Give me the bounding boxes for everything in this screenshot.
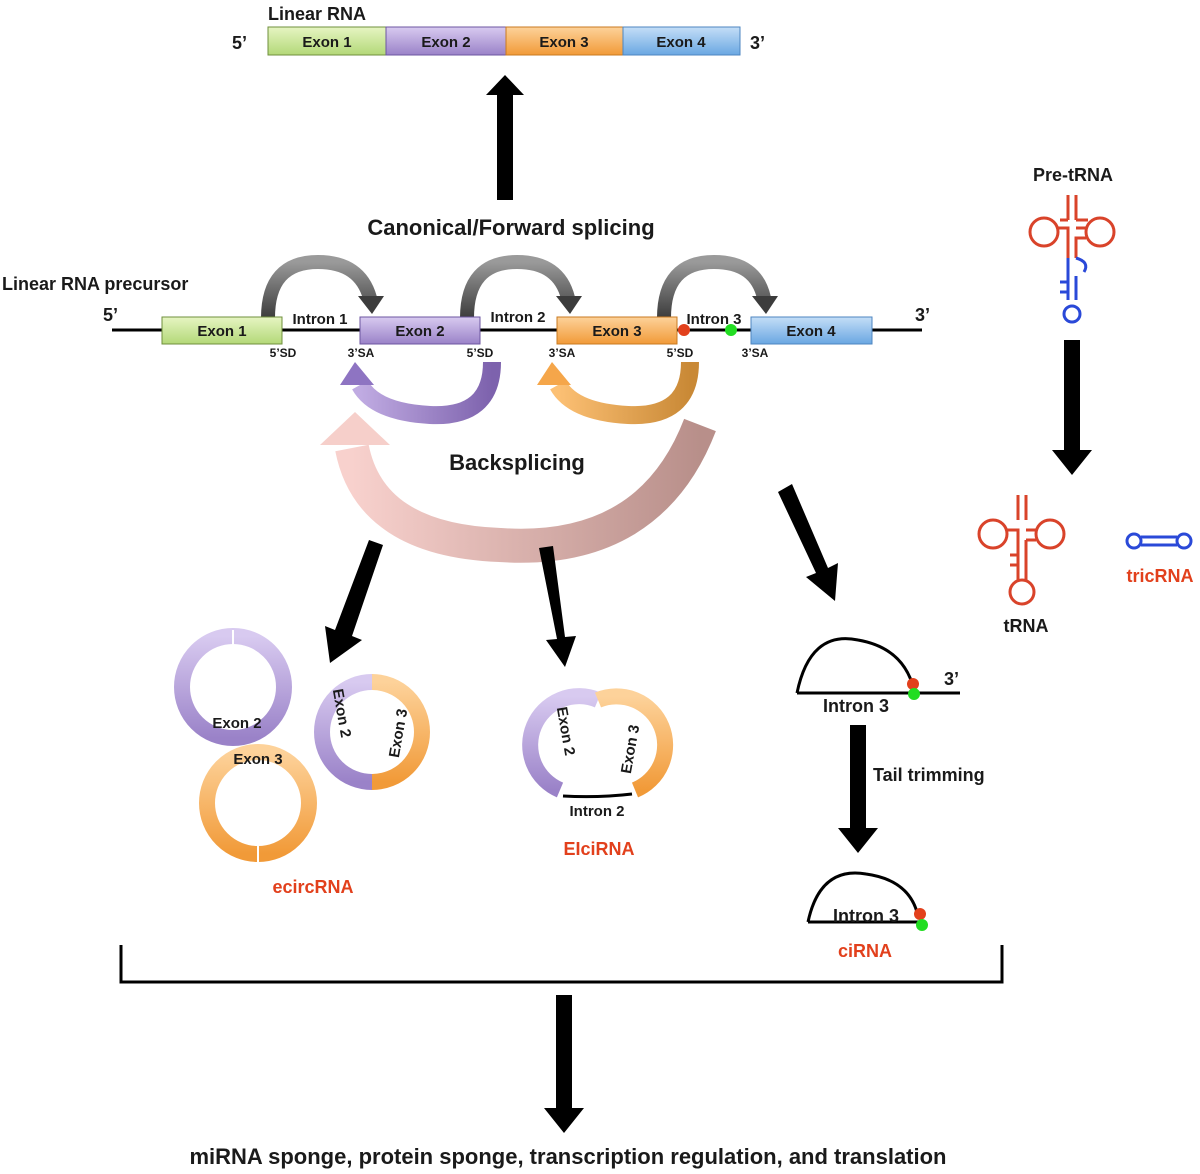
arrow-to-functions	[544, 995, 584, 1133]
linear-exon1-label: Exon 1	[302, 34, 351, 51]
cirna-green-dot	[916, 919, 928, 931]
tail-trimming-label: Tail trimming	[873, 765, 985, 785]
functions-label: miRNA sponge, protein sponge, transcript…	[189, 1144, 946, 1169]
ring-mixed-left-half	[314, 674, 373, 790]
precursor-5prime: 5’	[103, 305, 118, 325]
canonical-arc-2-head	[556, 296, 582, 314]
canonical-arc-3-head	[752, 296, 778, 314]
site-label-4: 3’SA	[549, 346, 576, 360]
ecircrna-label: ecircRNA	[272, 877, 353, 897]
big-backsplice-arc	[335, 418, 716, 563]
lariat-3prime: 3’	[944, 669, 959, 689]
linear-rna-molecule: Exon 1 Exon 2 Exon 3 Exon 4	[267, 26, 741, 56]
purple-backsplice-arc	[352, 361, 501, 425]
cirna-intron-label: Intron 3	[833, 906, 899, 926]
site-label-2: 3’SA	[348, 346, 375, 360]
ecircrna-ring-exon2: Exon 2	[174, 628, 292, 746]
arrow-to-intron3	[778, 484, 838, 601]
grouping-bracket	[119, 945, 1004, 984]
precursor-exon1-block	[161, 316, 283, 345]
ecircrna-ring-exon3: Exon 3	[199, 744, 317, 862]
canonical-arc-3	[657, 254, 771, 319]
trna-structure	[977, 495, 1066, 606]
eicirna-intron-label: Intron 2	[570, 803, 625, 820]
precursor-exon2-block	[359, 316, 481, 345]
orange-backsplice-arc	[550, 361, 699, 425]
arrow-tail-trimming	[838, 725, 878, 853]
backsplicing-arcs	[320, 361, 716, 563]
lariat-red-dot	[907, 678, 919, 690]
canonical-splicing-label: Canonical/Forward splicing	[367, 215, 654, 240]
cirna-red-dot	[914, 908, 926, 920]
precursor-molecule: Exon 1 Exon 2 Exon 3 Exon 4	[161, 316, 873, 345]
site-label-3: 5’SD	[467, 346, 494, 360]
linear-rna-title: Linear RNA	[268, 4, 366, 24]
eicirna-exon2-arc	[522, 688, 602, 798]
linear-exon3-label: Exon 3	[539, 34, 588, 51]
precursor-exon2-label: Exon 2	[395, 323, 444, 340]
linear-exon4-label: Exon 4	[656, 34, 706, 51]
site-label-1: 5’SD	[270, 346, 297, 360]
precursor-exon4-block	[750, 316, 873, 345]
linear-exon1-block	[267, 26, 387, 56]
linear-rna-3prime: 3’	[750, 33, 765, 53]
lariat-intron-label: Intron 3	[823, 696, 889, 716]
cirna-circle: Intron 3	[806, 871, 928, 931]
eicirna-label: EIciRNA	[563, 839, 634, 859]
eicirna-ring: Exon 2 Exon 3 Intron 2	[522, 688, 674, 820]
ring-mixed-right-label: Exon 3	[386, 708, 411, 759]
precursor-exon3-label: Exon 3	[592, 323, 641, 340]
trna-label: tRNA	[1004, 616, 1049, 636]
ring-exon2-label: Exon 2	[212, 715, 261, 732]
precursor-3prime: 3’	[915, 305, 930, 325]
canonical-arc-2	[460, 254, 575, 319]
backsplicing-label: Backsplicing	[449, 450, 585, 475]
tricrna-label: tricRNA	[1126, 566, 1193, 586]
intron3-lariat-loop	[795, 637, 916, 694]
ring-exon3-label: Exon 3	[233, 751, 282, 768]
red-splice-dot	[678, 324, 690, 336]
linear-exon3-block	[505, 26, 624, 56]
green-splice-dot	[725, 324, 737, 336]
ecircrna-ring-mixed: Exon 2 Exon 3	[314, 674, 430, 790]
orange-backsplice-head	[537, 362, 571, 385]
site-label-6: 3’SA	[742, 346, 769, 360]
eicirna-exon2-label: Exon 2	[553, 706, 578, 757]
precursor-exon1-label: Exon 1	[197, 323, 246, 340]
arrow-to-eicirna	[539, 546, 576, 667]
tricrna-structure	[1125, 532, 1193, 550]
eicirna-exon3-label: Exon 3	[618, 724, 643, 775]
linear-rna-5prime: 5’	[232, 33, 247, 53]
linear-exon4-block	[622, 26, 741, 56]
canonical-arc-1-head	[358, 296, 384, 314]
precursor-exon3-block	[556, 316, 678, 345]
linear-exon2-block	[385, 26, 507, 56]
arrow-to-ecircrna	[325, 540, 383, 663]
lariat-green-dot	[908, 688, 920, 700]
cirna-label: ciRNA	[838, 941, 892, 961]
canonical-arc-1	[261, 254, 377, 319]
big-backsplice-head	[320, 412, 390, 445]
precursor-intron3-label: Intron 3	[687, 311, 742, 328]
pre-trna-label: Pre-tRNA	[1033, 165, 1113, 185]
up-arrow-to-linear	[486, 75, 524, 200]
pre-trna-structure	[1028, 195, 1116, 324]
canonical-arcs	[261, 254, 778, 319]
linear-exon2-label: Exon 2	[421, 34, 470, 51]
precursor-exon4-label: Exon 4	[786, 323, 836, 340]
eicirna-intron-arc	[562, 792, 633, 799]
arrow-pre-trna-to-trna	[1052, 340, 1092, 475]
cirna-loop	[806, 871, 920, 923]
ring-mixed-right-half	[371, 674, 430, 790]
intron3-lariat: Intron 3 3’	[795, 637, 960, 716]
site-label-5: 5’SD	[667, 346, 694, 360]
precursor-intron2-label: Intron 2	[491, 309, 546, 326]
eicirna-exon3-arc	[594, 688, 674, 798]
precursor-title: Linear RNA precursor	[2, 274, 188, 294]
precursor-intron1-label: Intron 1	[293, 311, 348, 328]
purple-backsplice-head	[340, 362, 374, 385]
